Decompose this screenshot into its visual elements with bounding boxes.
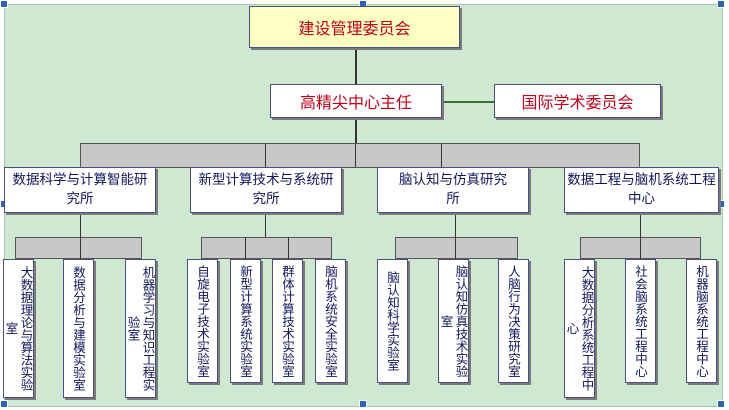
lab-box[interactable]: 脑认知仿真技术实验室 [438,259,469,383]
lab-label: 脑认知仿真技术实验室 [438,264,469,378]
lab-box[interactable]: 大数据分析系统工程中心 [564,259,595,398]
lab-box[interactable]: 新型计算系统实验室 [230,259,261,383]
connector-line [640,213,641,237]
lab-label: 大数据理论与算法实验室 [3,266,34,391]
lab-label: 数据分析与建模实验室 [71,266,86,391]
selection-handle[interactable] [0,0,8,8]
director-label: 高精尖中心主任 [299,93,412,112]
lab-label: 脑机系统安全实验室 [323,264,338,378]
institute-label: 数据科学与计算智能研究所 [12,172,148,207]
connector-line [355,48,357,84]
connector-line [80,213,81,237]
lab-box[interactable]: 脑机系统安全实验室 [315,259,346,383]
connector-bar [80,143,640,168]
lab-box[interactable]: 脑认知科学实验室 [377,259,408,383]
connector-line [265,144,266,167]
lab-box[interactable]: 机器学习与知识工程实验室 [125,259,156,398]
connector-bar [15,237,142,259]
institute-box[interactable]: 数据科学与计算智能研究所 [4,167,156,213]
lab-label: 社会脑系统工程中心 [633,264,648,378]
academic-committee-label: 国际学术委员会 [521,93,634,112]
academic-committee-box[interactable]: 国际学术委员会 [494,84,661,118]
lab-label: 自旋电子技术实验室 [195,264,210,378]
connector-line [640,237,641,259]
connector-line [355,144,356,167]
connector-line [288,237,289,259]
selection-handle[interactable] [359,400,367,408]
connector-line [265,213,266,237]
institute-label: 脑认知与仿真研究所 [399,172,507,207]
director-box[interactable]: 高精尖中心主任 [270,84,442,118]
connector-bar [395,237,518,259]
institute-box[interactable]: 脑认知与仿真研究所 [377,167,529,213]
lab-label: 大数据分析系统工程中心 [564,266,595,391]
lab-box[interactable]: 机器脑系统工程中心 [686,259,717,383]
institute-label: 新型计算技术与系统研究所 [198,172,334,207]
connector-line [455,237,456,259]
selection-handle[interactable] [0,400,8,408]
selection-handle[interactable] [717,0,725,8]
connector-line [441,144,442,167]
institute-label: 数据工程与脑机系统工程中心 [567,172,716,207]
lab-label: 人脑行为决策研究室 [506,264,521,378]
lab-label: 机器脑系统工程中心 [694,264,709,378]
lab-box[interactable]: 大数据理论与算法实验室 [3,259,34,398]
connector-line [245,237,246,259]
lab-label: 新型计算系统实验室 [238,264,253,378]
lab-box[interactable]: 社会脑系统工程中心 [625,259,656,383]
construction-committee-label: 建设管理委员会 [298,19,411,38]
lab-box[interactable]: 群体计算技术实验室 [272,259,303,383]
institute-box[interactable]: 新型计算技术与系统研究所 [190,167,342,213]
connector-line [355,118,357,144]
connector-line [80,237,81,259]
connector-bar [201,237,332,259]
institute-box[interactable]: 数据工程与脑机系统工程中心 [564,167,719,213]
lab-box[interactable]: 数据分析与建模实验室 [63,259,94,398]
lab-label: 脑认知科学实验室 [385,271,400,371]
lab-box[interactable]: 自旋电子技术实验室 [187,259,218,383]
construction-committee-box[interactable]: 建设管理委员会 [249,6,460,48]
connector-line [455,213,456,237]
lab-box[interactable]: 人脑行为决策研究室 [498,259,529,383]
selection-handle[interactable] [717,400,725,408]
lab-label: 机器学习与知识工程实验室 [125,266,156,391]
lab-label: 群体计算技术实验室 [280,264,295,378]
connector-line [442,101,494,103]
